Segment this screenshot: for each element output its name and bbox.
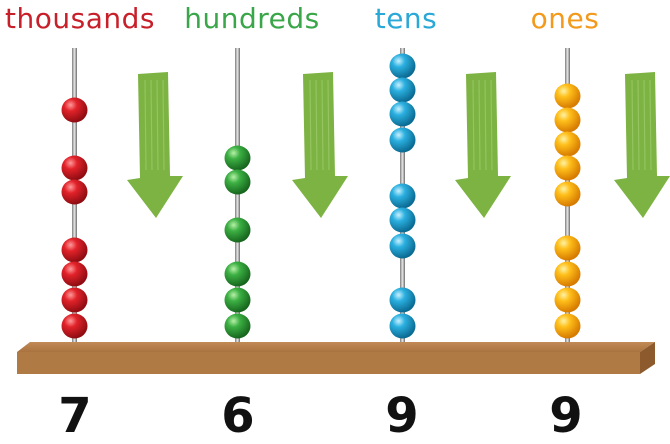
- arrow-texture: [162, 79, 165, 171]
- bead-ones-6: [554, 235, 581, 261]
- bead-ones-5: [554, 181, 581, 207]
- bead-hundreds-2: [224, 169, 251, 195]
- bead-thousands-7: [61, 313, 88, 339]
- bead-hundreds-5: [224, 287, 251, 313]
- rod-hundreds: [235, 48, 240, 348]
- arrow-texture: [321, 79, 324, 171]
- bead-tens-9: [389, 313, 416, 339]
- bead-hundreds-4: [224, 261, 251, 287]
- arrow-texture: [490, 79, 493, 171]
- arrow-texture: [631, 79, 634, 171]
- bead-ones-4: [554, 155, 581, 181]
- down-arrow-icon: [292, 72, 348, 218]
- bead-tens-7: [389, 233, 416, 259]
- arrow-texture: [478, 79, 481, 171]
- bead-hundreds-6: [224, 313, 251, 339]
- arrow-texture: [309, 79, 312, 171]
- abacus-base-top: [17, 342, 655, 352]
- arrow-texture: [156, 79, 159, 171]
- digit-ones: 9: [549, 388, 583, 444]
- down-arrow-icon: [614, 72, 670, 218]
- down-arrow-icon: [127, 72, 183, 218]
- abacus-base-front: [17, 352, 640, 374]
- arrow-texture: [472, 79, 475, 171]
- arrow-texture: [327, 79, 330, 171]
- bead-tens-3: [389, 101, 416, 127]
- bead-ones-2: [554, 107, 581, 133]
- arrow-texture: [637, 79, 640, 171]
- arrow-texture: [150, 79, 153, 171]
- bead-tens-4: [389, 127, 416, 153]
- bead-hundreds-3: [224, 217, 251, 243]
- bead-tens-1: [389, 53, 416, 79]
- bead-tens-6: [389, 207, 416, 233]
- digit-hundreds: 6: [221, 388, 255, 444]
- down-arrow-icon: [455, 72, 511, 218]
- bead-tens-5: [389, 183, 416, 209]
- bead-thousands-6: [61, 287, 88, 313]
- arrow-texture: [649, 79, 652, 171]
- bead-ones-7: [554, 261, 581, 287]
- bead-hundreds-1: [224, 145, 251, 171]
- bead-thousands-2: [61, 155, 88, 181]
- column-label-thousands: thousands: [5, 2, 155, 35]
- digit-thousands: 7: [58, 388, 92, 444]
- abacus-base-side: [640, 342, 655, 374]
- column-label-ones: ones: [530, 2, 600, 35]
- bead-tens-2: [389, 77, 416, 103]
- bead-thousands-3: [61, 179, 88, 205]
- bead-thousands-5: [61, 261, 88, 287]
- arrow-texture: [315, 79, 318, 171]
- arrow-texture: [643, 79, 646, 171]
- column-label-hundreds: hundreds: [184, 2, 320, 35]
- bead-tens-8: [389, 287, 416, 313]
- bead-thousands-4: [61, 237, 88, 263]
- column-label-tens: tens: [374, 2, 438, 35]
- bead-ones-3: [554, 131, 581, 157]
- arrow-texture: [144, 79, 147, 171]
- bead-thousands-1: [61, 97, 88, 123]
- arrow-texture: [484, 79, 487, 171]
- bead-ones-9: [554, 313, 581, 339]
- digit-tens: 9: [385, 388, 419, 444]
- bead-ones-8: [554, 287, 581, 313]
- bead-ones-1: [554, 83, 581, 109]
